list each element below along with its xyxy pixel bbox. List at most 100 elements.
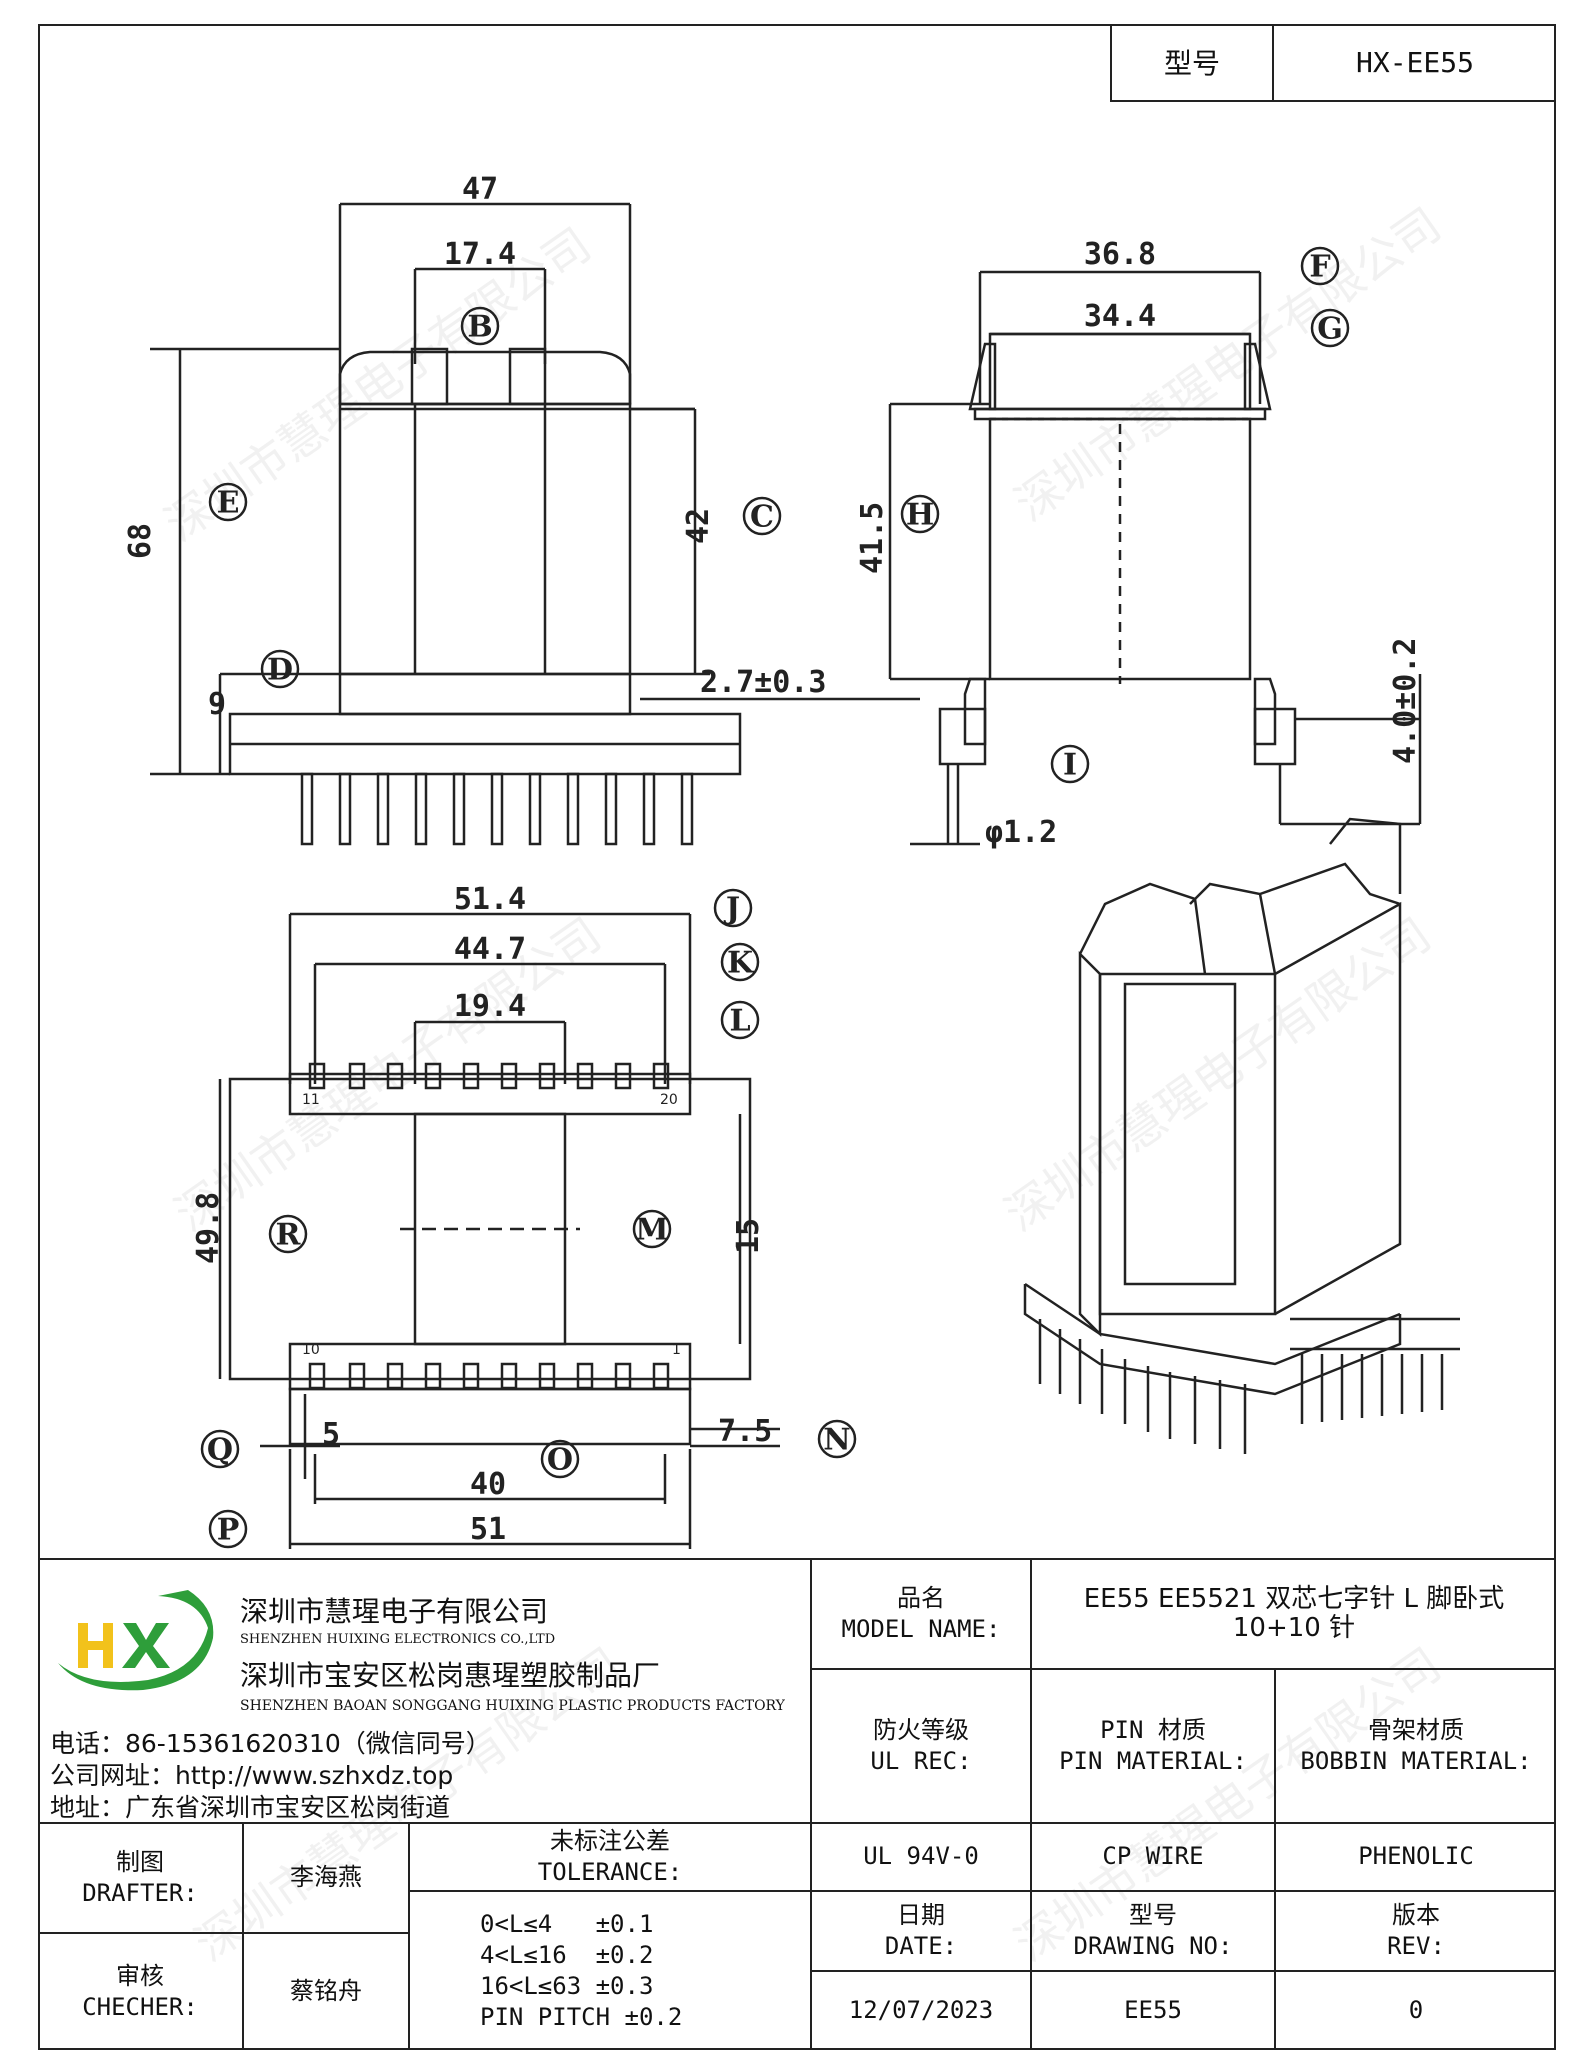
pin-material-value: CP WIRE bbox=[1102, 1842, 1204, 1871]
svg-text:M: M bbox=[635, 1213, 668, 1248]
svg-text:E: E bbox=[217, 486, 240, 521]
model-header-value: HX-EE55 bbox=[1355, 45, 1474, 79]
svg-text:Q: Q bbox=[207, 1433, 233, 1468]
dim-4-0: 4.0±0.2 bbox=[1388, 638, 1423, 764]
svg-text:R: R bbox=[276, 1218, 302, 1253]
date-label: 日期 DATE: bbox=[884, 1900, 958, 1960]
isometric-view bbox=[1023, 817, 1460, 1454]
svg-text:H: H bbox=[906, 498, 934, 533]
label-G: G bbox=[1310, 308, 1350, 348]
dimension-labels: 47 17.4 68 42 9 2.7±0.3 36.8 34.4 41.5 4… bbox=[123, 172, 1423, 1547]
svg-text:C: C bbox=[750, 500, 774, 535]
checker-label: 审核 CHECHER: bbox=[82, 1961, 198, 2021]
pin-material-label: PIN 材质 PIN MATERIAL: bbox=[1059, 1715, 1247, 1775]
label-E: E bbox=[208, 482, 248, 522]
label-D: D bbox=[260, 649, 300, 689]
tolerance-item: 16<L≤63 ±0.3 bbox=[480, 1972, 654, 2000]
bobbin-material-value: PHENOLIC bbox=[1358, 1842, 1474, 1871]
drawing-no-label: 型号 DRAWING NO: bbox=[1073, 1900, 1233, 1960]
label-K: K bbox=[720, 942, 760, 982]
rev-value: 0 bbox=[1408, 1996, 1424, 2025]
dim-68: 68 bbox=[123, 523, 158, 559]
tolerance-item: 0<L≤4 ±0.1 bbox=[480, 1909, 654, 1938]
bottom-view bbox=[218, 912, 780, 1549]
dim-phi-1-2: φ1.2 bbox=[985, 815, 1057, 850]
front-view-pins bbox=[300, 772, 694, 846]
drawing-no-value: EE55 bbox=[1124, 1996, 1182, 2025]
svg-text:N: N bbox=[823, 1423, 850, 1458]
drawing-sheet-border bbox=[38, 24, 1556, 2050]
svg-text:G: G bbox=[1317, 312, 1343, 347]
dim-40: 40 bbox=[470, 1467, 506, 1502]
dim-9: 9 bbox=[208, 687, 226, 722]
svg-text:L: L bbox=[729, 1004, 750, 1039]
dim-19-4: 19.4 bbox=[454, 989, 526, 1024]
svg-text:K: K bbox=[727, 946, 754, 981]
dim-51-4: 51.4 bbox=[454, 882, 526, 917]
ul-rec-label: 防火等级 UL REC: bbox=[870, 1715, 972, 1775]
factory-name-en: SHENZHEN BAOAN SONGGANG HUIXING PLASTIC … bbox=[240, 1698, 785, 1714]
label-C: C bbox=[742, 496, 782, 536]
dim-51: 51 bbox=[470, 1512, 506, 1547]
label-F: F bbox=[1300, 246, 1340, 286]
dim-36-8: 36.8 bbox=[1084, 237, 1156, 272]
tolerance-label: 未标注公差 TOLERANCE: bbox=[537, 1826, 683, 1886]
svg-text:F: F bbox=[1309, 250, 1330, 285]
drafter-name: 李海燕 bbox=[290, 1863, 362, 1892]
pin-label-20: 20 bbox=[660, 1092, 678, 1108]
model-header-label: 型号 bbox=[1112, 24, 1274, 100]
dim-47: 47 bbox=[462, 172, 498, 207]
dim-44-7: 44.7 bbox=[454, 932, 526, 967]
label-M: M bbox=[632, 1209, 672, 1249]
dim-49-8: 49.8 bbox=[191, 1192, 226, 1264]
bobbin-material-label: 骨架材质 BOBBIN MATERIAL: bbox=[1300, 1715, 1532, 1775]
title-block: 深圳市慧瑆电子有限公司 SHENZHEN HUIXING ELECTRONICS… bbox=[38, 1558, 1556, 2050]
isometric-pins bbox=[1038, 1319, 1444, 1454]
label-Q: Q bbox=[200, 1429, 240, 1469]
label-B: B bbox=[460, 306, 500, 346]
svg-text:P: P bbox=[217, 1513, 240, 1548]
side-view bbox=[888, 270, 1422, 846]
date-value: 12/07/2023 bbox=[848, 1996, 994, 2025]
model-name-label: 品名 MODEL NAME: bbox=[841, 1583, 1001, 1643]
circled-labels: E B C D F G H I J K L R M Q O N P bbox=[200, 246, 1350, 1549]
company-phone: 电话：86-15361620310（微信同号） bbox=[50, 1729, 491, 1758]
company-address: 地址：广东省深圳市宝安区松岗街道 bbox=[50, 1793, 451, 1822]
label-O: O bbox=[540, 1439, 580, 1479]
company-name-cn: 深圳市慧瑆电子有限公司 bbox=[240, 1595, 549, 1628]
pin-label-1: 1 bbox=[672, 1342, 681, 1358]
company-logo bbox=[58, 1590, 214, 1691]
label-J: J bbox=[713, 888, 753, 928]
model-name-value: EE55 EE5521 双芯七字针 L 脚卧式 10+10 针 bbox=[1083, 1584, 1505, 1643]
company-name-en: SHENZHEN HUIXING ELECTRONICS CO.,LTD bbox=[240, 1632, 556, 1647]
label-P: P bbox=[208, 1509, 248, 1549]
dim-15: 15 bbox=[731, 1218, 766, 1254]
svg-text:O: O bbox=[547, 1443, 573, 1478]
front-view bbox=[150, 202, 920, 846]
checker-name: 蔡铭舟 bbox=[290, 1977, 362, 2006]
label-R: R bbox=[268, 1214, 308, 1254]
dim-34-4: 34.4 bbox=[1084, 299, 1156, 334]
svg-text:J: J bbox=[723, 892, 740, 927]
label-I: I bbox=[1050, 744, 1090, 784]
pin-label-11: 11 bbox=[302, 1092, 320, 1108]
bottom-view-pins bbox=[308, 1062, 670, 1390]
dim-42: 42 bbox=[681, 508, 716, 544]
label-H: H bbox=[900, 494, 940, 534]
dim-2-7: 2.7±0.3 bbox=[700, 665, 826, 700]
drafter-label: 制图 DRAFTER: bbox=[82, 1847, 198, 1907]
dim-41-5: 41.5 bbox=[855, 502, 890, 574]
dim-5: 5 bbox=[322, 1417, 340, 1452]
factory-name-cn: 深圳市宝安区松岗惠瑆塑胶制品厂 bbox=[240, 1659, 661, 1692]
model-header: 型号 HX-EE55 bbox=[1110, 24, 1556, 102]
svg-text:I: I bbox=[1063, 748, 1077, 783]
label-L: L bbox=[720, 1000, 760, 1040]
rev-label: 版本 REV: bbox=[1387, 1900, 1445, 1960]
tolerance-item: 4<L≤16 ±0.2 bbox=[480, 1940, 654, 1969]
tolerance-list: 0<L≤4 ±0.1 4<L≤16 ±0.2 16<L≤63 ±0.3 PIN … bbox=[410, 1892, 810, 2050]
technical-drawing: 47 17.4 68 42 9 2.7±0.3 36.8 34.4 41.5 4… bbox=[123, 172, 1460, 1549]
tolerance-item: PIN PITCH ±0.2 bbox=[480, 2003, 683, 2032]
ul-rec-value: UL 94V-0 bbox=[863, 1842, 979, 1871]
company-website: 公司网址：http://www.szhxdz.top bbox=[50, 1761, 454, 1790]
svg-text:B: B bbox=[467, 310, 492, 345]
